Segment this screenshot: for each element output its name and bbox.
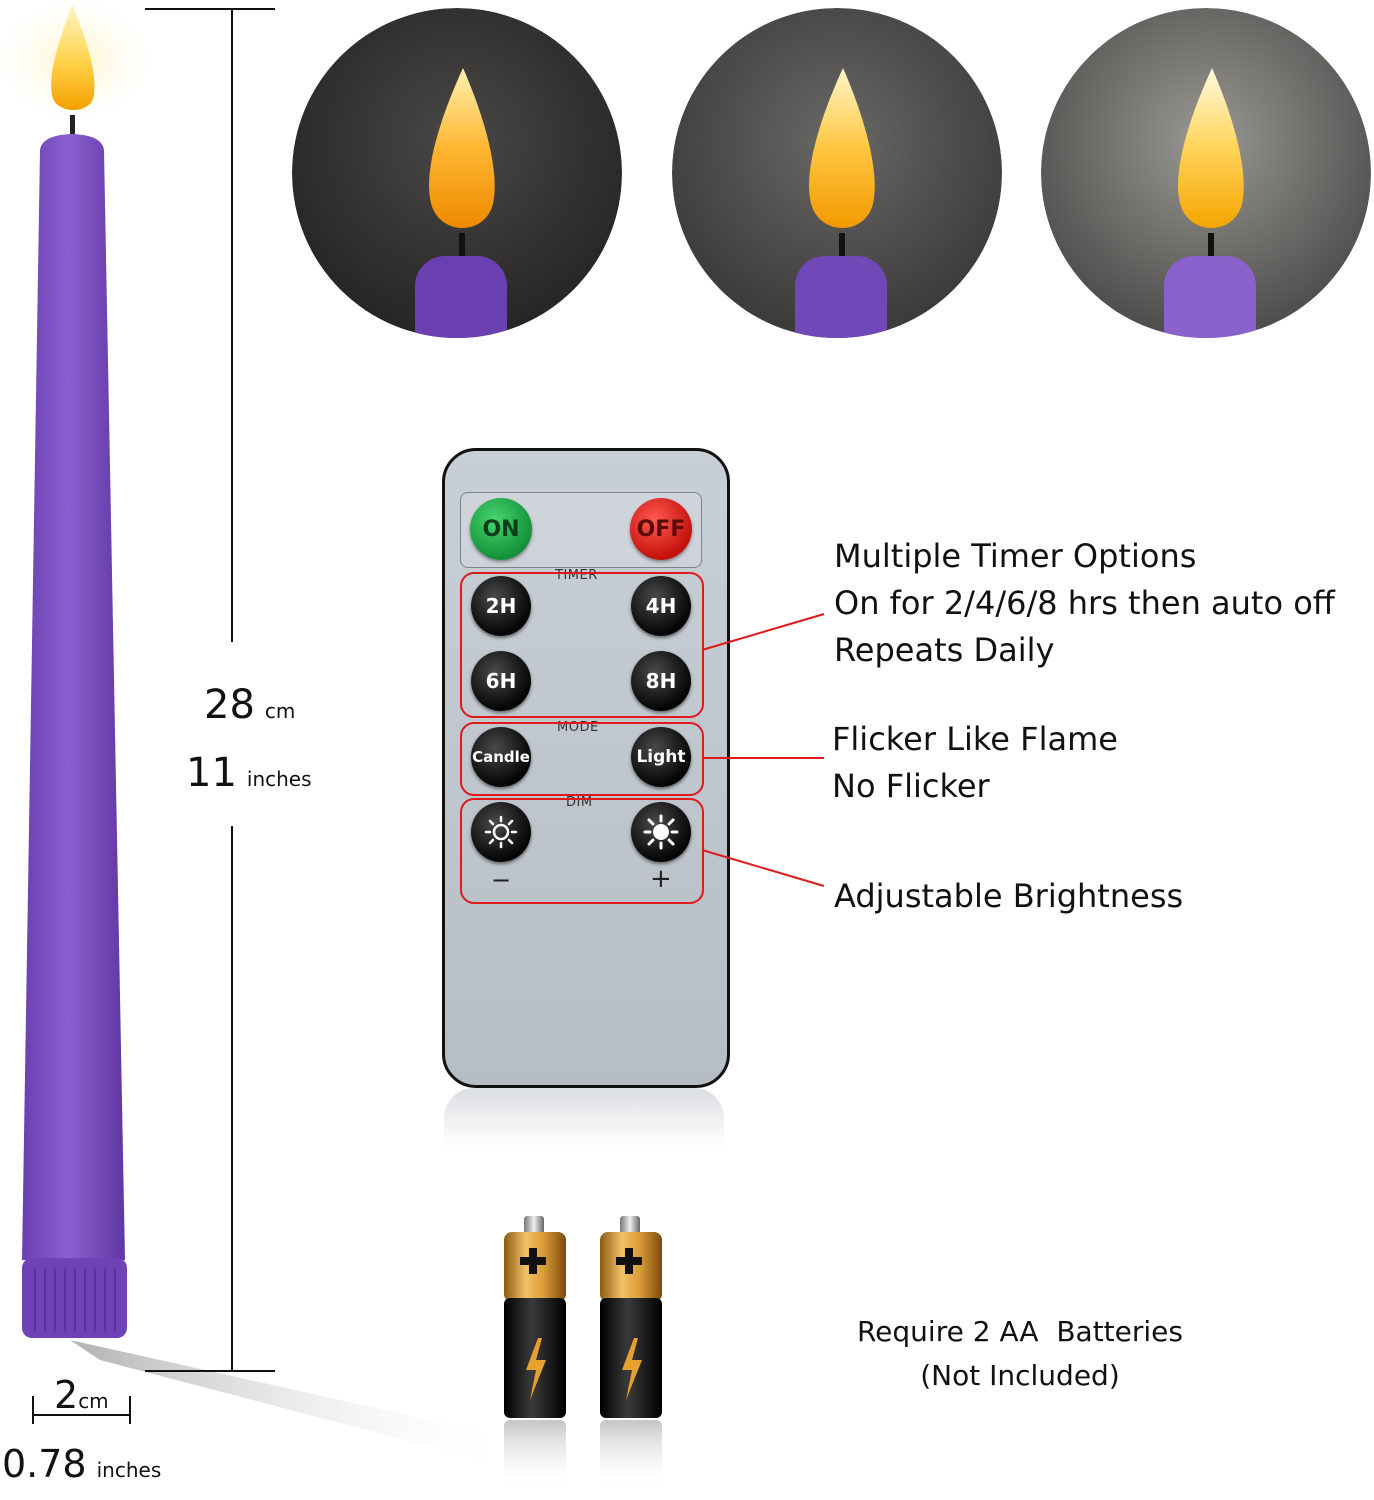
sun-large-icon	[643, 814, 679, 850]
dim-minus-button[interactable]	[471, 802, 531, 862]
timer-6h-button[interactable]: 6H	[471, 651, 531, 711]
mode-callout: Flicker Like Flame No Flicker	[832, 716, 1118, 810]
batteries-image	[496, 1210, 676, 1500]
timer-callout-line-1: Multiple Timer Options	[834, 537, 1197, 575]
timer-callout-line-2: On for 2/4/6/8 hrs then auto off	[834, 584, 1335, 622]
candle-image	[0, 0, 170, 1400]
remote-reflection	[444, 1088, 724, 1148]
battery-note-line-1: Require 2 AA Batteries	[856, 1315, 1183, 1348]
dim-minus-symbol: −	[491, 866, 512, 894]
remote-control: ON OFF TIMER 2H 4H 6H 8H MODE Candle Lig…	[442, 448, 730, 1088]
dim-callout-line-1: Adjustable Brightness	[834, 877, 1184, 915]
candle-shadow	[60, 1330, 520, 1470]
width-cm-label: 2cm	[54, 1373, 109, 1417]
off-button[interactable]: OFF	[630, 498, 692, 560]
timer-callout-line-3: Repeats Daily	[834, 631, 1055, 669]
height-cm-value: 28	[204, 682, 255, 728]
height-cm-label: 28 cm	[204, 682, 295, 728]
battery-1	[504, 1216, 566, 1490]
width-in-unit: inches	[96, 1458, 162, 1482]
timer-2h-button[interactable]: 2H	[471, 576, 531, 636]
timer-4h-button[interactable]: 4H	[631, 576, 691, 636]
timer-callout: Multiple Timer Options On for 2/4/6/8 hr…	[834, 533, 1335, 674]
timer-8h-button[interactable]: 8H	[631, 651, 691, 711]
dim-callout: Adjustable Brightness	[834, 873, 1183, 920]
mode-callout-line-2: No Flicker	[832, 767, 990, 805]
flame-closeups	[290, 8, 1374, 343]
mode-callout-line-1: Flicker Like Flame	[832, 720, 1118, 758]
sun-small-icon	[484, 815, 518, 849]
mode-candle-button[interactable]: Candle	[471, 727, 531, 787]
mode-light-button[interactable]: Light	[631, 727, 691, 787]
on-button[interactable]: ON	[470, 498, 532, 560]
width-dimension-line	[28, 1390, 138, 1430]
height-in-label: 11 inches	[186, 750, 312, 796]
width-cm-value: 2	[54, 1373, 79, 1417]
dim-plus-button[interactable]	[631, 802, 691, 862]
height-dimension-line	[140, 0, 280, 1380]
height-cm-unit: cm	[264, 699, 296, 723]
height-in-unit: inches	[246, 767, 312, 791]
battery-2	[600, 1216, 662, 1490]
width-in-value: 0.78	[2, 1442, 87, 1486]
height-in-value: 11	[186, 750, 237, 796]
battery-note-line-2: (Not Included)	[920, 1359, 1120, 1392]
timer-highlight-box	[460, 572, 704, 718]
callout-pointer-lines	[700, 600, 830, 900]
dim-plus-symbol: +	[650, 864, 672, 894]
timer-label: TIMER	[555, 568, 598, 583]
width-cm-unit: cm	[78, 1389, 109, 1413]
width-in-label: 0.78 inches	[2, 1442, 161, 1486]
battery-note: Require 2 AA Batteries (Not Included)	[840, 1310, 1200, 1398]
